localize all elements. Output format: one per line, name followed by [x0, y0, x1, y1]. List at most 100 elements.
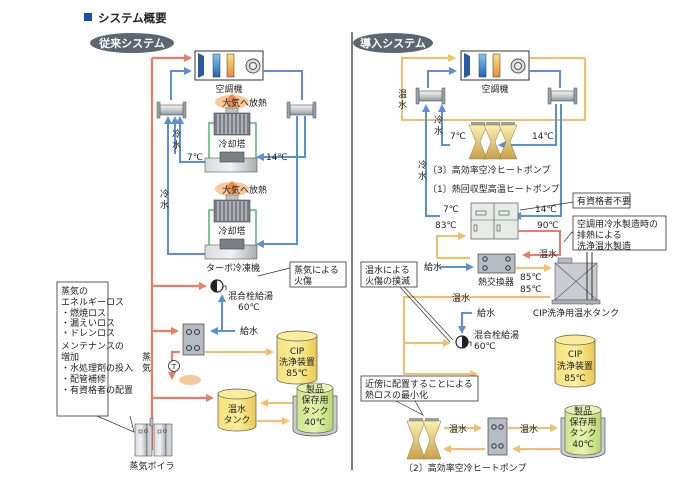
- right-hot-water-loop: [401, 54, 586, 121]
- right-hp2-label: 〔2〕高効率空冷ヒートポンプ: [404, 462, 526, 474]
- left-tower-label-2: 冷却塔: [218, 225, 245, 237]
- left-steam-label-a: 蒸: [142, 351, 151, 363]
- left-mixing-valve: [210, 279, 227, 293]
- right-temp-out-2: 7℃: [443, 205, 459, 215]
- right-temp-83: 83℃: [435, 221, 457, 231]
- left-pill: [90, 33, 174, 53]
- right-cip-unit: [554, 334, 596, 388]
- right-hp1-label: 〔1〕熱回収型高温ヒートポンプ: [428, 183, 559, 195]
- left-burn-line-2: 火傷: [294, 275, 312, 287]
- right-hw-line-to-cip: [403, 296, 550, 378]
- left-cw-label-2a: 冷: [160, 188, 169, 200]
- right-burn-line-1: 温水による: [365, 264, 410, 276]
- left-release-label-1: 大気へ放熱: [222, 97, 267, 109]
- left-boiler-label: 蒸気ボイラ: [129, 460, 174, 472]
- left-product-line-1: 製品: [306, 383, 324, 395]
- right-burn-line-2: 火傷の撲滅: [365, 275, 410, 287]
- loss-line-5: ・ドレンロス: [61, 329, 115, 339]
- left-cip-line-1: CIP: [290, 347, 305, 357]
- right-cold-water-pipes: [422, 67, 562, 220]
- left-burn-callout: [257, 261, 347, 288]
- left-air-handler: [194, 50, 264, 81]
- right-cip-line-1: CIP: [568, 350, 583, 360]
- left-header-pipe-1: [156, 101, 187, 119]
- left-cooling-unit-1: [204, 94, 258, 173]
- right-waste-heat-2: 排熱による: [577, 229, 622, 241]
- right-near-line-2: 熱ロスの最小化: [365, 389, 428, 401]
- right-heat-pump-3: [468, 122, 518, 160]
- right-hw-a: 温水: [449, 423, 467, 435]
- right-cw-label-1a: 冷: [434, 114, 443, 126]
- right-mix-temp: 60℃: [474, 342, 496, 352]
- left-steam-label-b: 気: [142, 362, 151, 374]
- right-header-pipe-1: [415, 87, 446, 105]
- left-temp-in-1: 14℃: [266, 153, 288, 163]
- right-mix-label: 混合栓給湯: [474, 329, 519, 341]
- right-product-line-1: 製品: [574, 405, 592, 417]
- right-heat-exchanger: [477, 253, 516, 274]
- right-header-pipe-2: [547, 87, 578, 105]
- right-temp-in-2: 14℃: [535, 205, 557, 215]
- left-header-pipe-2: [286, 101, 317, 119]
- right-cip-tank-label: CIP洗浄用温水タンク: [533, 307, 619, 319]
- left-cip-unit: [276, 330, 318, 385]
- left-hot-tank-line-2: タンク: [223, 415, 250, 426]
- left-cw-label-1a: 冷: [172, 128, 181, 140]
- left-cooling-unit-2: [204, 181, 258, 260]
- right-waste-heat-callout: [563, 215, 667, 251]
- loss-line-10: ・有資格者の配置: [61, 384, 133, 396]
- right-83-supply: [436, 232, 466, 258]
- left-cw-label-1b: 水: [172, 139, 181, 151]
- right-pill: [353, 33, 433, 53]
- left-steam-boiler: [134, 417, 173, 457]
- left-burn-line-1: 蒸気による: [294, 264, 339, 276]
- right-waste-heat-3: 洗浄温水製造: [577, 240, 631, 252]
- left-loss-callout: [56, 281, 135, 433]
- loss-line-9: ・配管補修: [61, 373, 106, 385]
- right-waste-heat-1: 空調用冷水製造時の: [577, 218, 658, 230]
- right-water-supply-1: 給水: [424, 261, 442, 273]
- right-cip-line-3: 85℃: [564, 374, 586, 384]
- left-product-line-3: タンク: [301, 406, 328, 417]
- left-cip-line-2: 洗浄装置: [279, 356, 315, 368]
- left-trap-icon: T: [168, 360, 180, 372]
- left-cip-line-3: 85℃: [286, 369, 308, 379]
- right-no-license-callout: [519, 192, 631, 211]
- right-temp-in-1: 14℃: [532, 132, 554, 142]
- left-tower-label-1: 冷却塔: [218, 138, 245, 150]
- header-marker: [84, 13, 92, 21]
- left-temp-out-1: 7℃: [187, 153, 203, 163]
- svg-text:T: T: [171, 363, 177, 371]
- right-water-supply-2: 給水: [477, 307, 495, 319]
- right-near-callout: [360, 375, 479, 416]
- left-hot-tank-line-1: 温水: [228, 403, 246, 415]
- loss-line-1: 蒸気の: [61, 285, 88, 297]
- left-chiller-label: ターボ冷凍機: [206, 262, 260, 274]
- right-temp-out-1: 7℃: [450, 132, 466, 142]
- left-ahu-label: 空調機: [215, 83, 242, 95]
- right-ahu-label: 空調機: [481, 83, 508, 95]
- right-cw-label-2b: 水: [418, 170, 427, 182]
- right-temp-85a: 85℃: [520, 273, 542, 283]
- right-product-tank: [560, 404, 606, 459]
- right-temp-90: 90℃: [537, 221, 559, 231]
- right-temp-85b: 85℃: [520, 285, 542, 295]
- right-mixing-valve: [455, 335, 472, 349]
- right-hx-label: 熱交換器: [478, 276, 514, 288]
- right-cip-line-2: 洗浄装置: [557, 360, 593, 372]
- left-cw-label-2b: 水: [160, 199, 169, 211]
- right-cw-label-1b: 水: [434, 125, 443, 137]
- right-heat-exchanger-2: [487, 417, 508, 456]
- page-title: システム概要: [98, 11, 167, 25]
- loss-line-4: ・漏えいロス: [61, 317, 115, 329]
- left-product-tank: [292, 382, 338, 437]
- right-hw-label-a: 温: [398, 89, 407, 100]
- left-heat-exchanger: [182, 323, 205, 356]
- right-hw-return-label: 温水: [539, 248, 557, 260]
- left-release-label-2: 大気へ放熱: [222, 184, 267, 196]
- right-water-supply-pipe-2: [458, 312, 472, 334]
- left-water-supply: 給水: [240, 325, 258, 337]
- loss-line-2: エネルギーロス: [61, 297, 124, 308]
- right-product-line-4: 40℃: [572, 440, 594, 450]
